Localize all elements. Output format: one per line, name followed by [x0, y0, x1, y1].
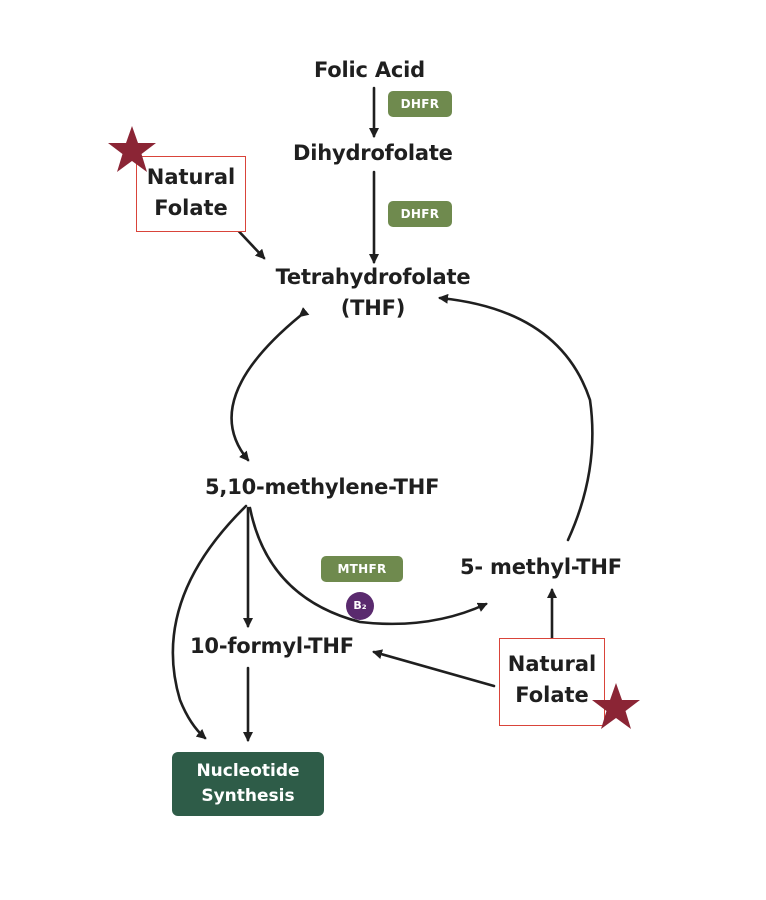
- enzyme-mthfr: MTHFR: [321, 556, 403, 582]
- arrow-thf-methylene: [230, 307, 310, 462]
- node-formyl-thf: 10-formyl-THF: [190, 634, 354, 658]
- nucleotide-line1: Nucleotide: [196, 761, 300, 781]
- enzyme-dhfr-2: DHFR: [388, 201, 452, 227]
- star-icon: [592, 683, 640, 729]
- arrow-methylene-to-methyl: [248, 506, 488, 626]
- natural-folate-box-bottom: Natural Folate: [499, 638, 605, 726]
- node-methyl-thf: 5- methyl-THF: [460, 555, 622, 579]
- thf-line1: Tetrahydrofolate: [275, 265, 471, 289]
- node-methylene-thf: 5,10-methylene-THF: [205, 475, 440, 499]
- natural-folate-top-line1: Natural: [146, 165, 236, 189]
- natural-folate-top-line2: Folate: [154, 196, 228, 220]
- arrow-methylene-to-nucleotide: [171, 504, 248, 740]
- nucleotide-line2: Synthesis: [201, 786, 295, 806]
- natural-folate-bottom-line1: Natural: [507, 652, 597, 676]
- enzyme-dhfr-1: DHFR: [388, 91, 452, 117]
- natural-folate-box-top: Natural Folate: [136, 156, 246, 232]
- node-dihydrofolate: Dihydrofolate: [293, 141, 453, 165]
- arrow-methyl-to-thf: [438, 293, 594, 542]
- thf-line2: (THF): [340, 296, 406, 320]
- node-folic-acid: Folic Acid: [314, 58, 426, 82]
- cofactor-b2: B₂: [346, 592, 374, 620]
- natural-folate-bottom-line2: Folate: [515, 683, 589, 707]
- arrow-natural-folate-to-formyl: [372, 649, 496, 688]
- node-tetrahydrofolate: Tetrahydrofolate (THF): [268, 262, 478, 324]
- node-nucleotide-synthesis: Nucleotide Synthesis: [172, 752, 324, 816]
- star-icon: [108, 126, 156, 172]
